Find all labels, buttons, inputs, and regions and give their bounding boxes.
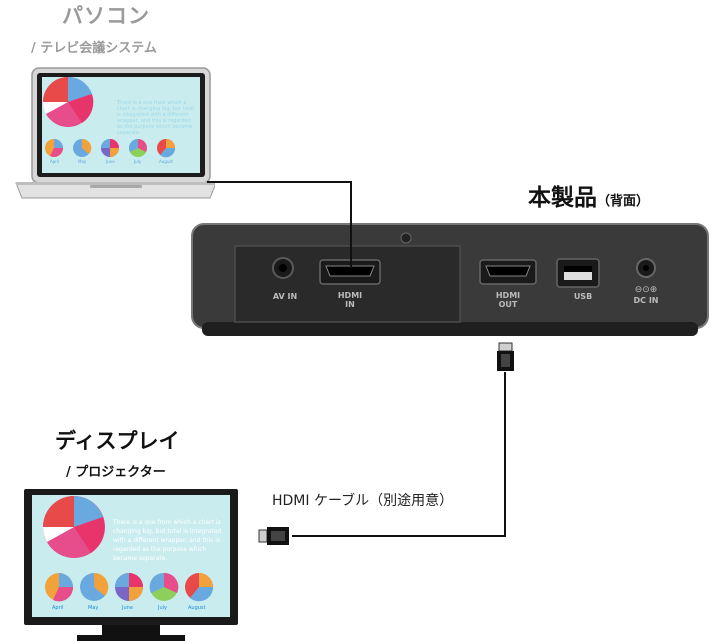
product-device: ⊖⊙⊕ — [191, 223, 709, 336]
product-title: 本製品（背面） — [528, 178, 649, 212]
display-month-label: May — [88, 605, 99, 611]
hdmi-cable-label: HDMI ケーブル（別途用意） — [272, 493, 454, 509]
laptop-title: パソコン — [62, 4, 150, 28]
hdmi-in-label-line: IN — [345, 300, 355, 309]
laptop-month-label: May — [78, 159, 87, 164]
display-month-label: April — [52, 605, 64, 611]
laptop-screen-paragraph: There is a one from which a chart is cha… — [117, 100, 195, 136]
hdmi-out-to-display-cable — [292, 372, 506, 537]
hdmi-out-label-line: OUT — [498, 300, 518, 309]
svg-text:⊖⊙⊕: ⊖⊙⊕ — [635, 285, 658, 295]
display-subtitle: / プロジェクター — [66, 465, 166, 480]
laptop-subtitle: / テレビ会議システム — [31, 41, 157, 56]
hdmi-plug-icon — [497, 342, 514, 371]
laptop-month-label: August — [159, 159, 173, 164]
laptop-month-label: July — [134, 159, 142, 164]
hdmi-in-label-line: HDMI — [337, 291, 363, 300]
laptop-month-label: April — [50, 159, 60, 164]
dc-in-label: DC IN — [633, 296, 659, 305]
usb-label: USB — [573, 292, 593, 301]
display-month-label: June — [122, 605, 133, 611]
display-monitor — [24, 489, 238, 641]
display-title: ディスプレイ — [55, 429, 180, 453]
laptop-month-label: June — [106, 159, 115, 164]
hdmi-plug-icon — [258, 527, 289, 545]
laptop-to-hdmi-in-cable — [207, 181, 352, 268]
product-title-text: 本製品 — [528, 185, 597, 211]
product-title-note: （背面） — [597, 194, 650, 209]
hdmi-out-label-line: HDMI — [495, 291, 521, 300]
av-in-label: AV IN — [272, 292, 298, 301]
display-screen-paragraph: There is a one from which a chart is cha… — [113, 519, 222, 562]
display-month-label: July — [158, 605, 167, 611]
laptop-illustration — [15, 67, 215, 199]
display-month-label: August — [188, 605, 206, 611]
